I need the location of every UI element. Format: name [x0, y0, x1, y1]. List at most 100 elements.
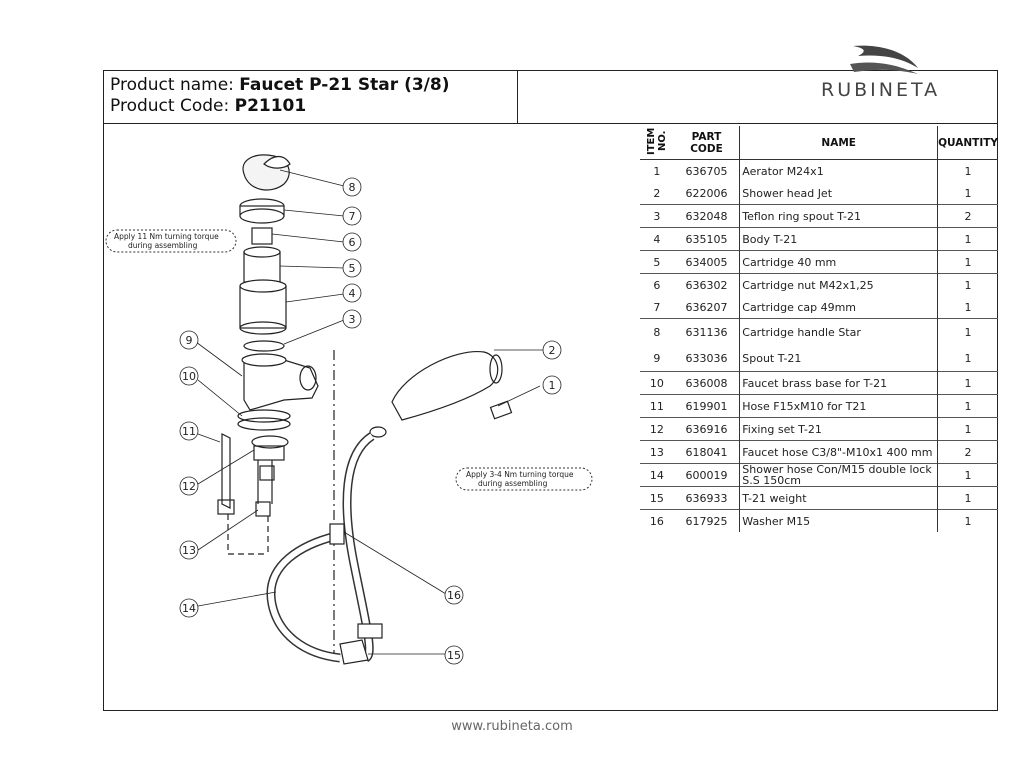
part-code-cell: 636933	[673, 486, 741, 510]
part-name-cell: Cartridge handle Star	[739, 318, 939, 345]
quantity-cell: 1	[937, 250, 998, 274]
footer-url: www.rubineta.com	[451, 719, 573, 734]
part-code-cell: 636302	[673, 273, 741, 296]
part-code-cell: 619901	[673, 394, 741, 418]
item-no-cell: 15	[640, 486, 674, 510]
quantity-cell: 1	[937, 273, 998, 296]
part-name-cell: Shower hose Con/M15 double lock S.S 150c…	[739, 463, 939, 487]
parts-table-header: ITEM NO. PART CODE NAME QUANTITY	[640, 126, 998, 160]
header-item-no: ITEM NO.	[640, 126, 674, 160]
part-name-cell: Faucet hose C3/8"-M10x1 400 mm	[739, 440, 939, 464]
part-code-cell: 633036	[673, 345, 741, 372]
callout-5: 5	[349, 262, 356, 275]
item-no-cell: 7	[653, 300, 661, 314]
callout-1: 1	[549, 379, 556, 392]
item-no-cell: 6	[640, 273, 674, 296]
quantity-cell: 1	[937, 227, 998, 251]
part-code-cell: 622006	[673, 182, 741, 205]
part-code-cell: 617925	[673, 509, 741, 532]
product-name-label: Product name:	[110, 75, 240, 95]
header-quantity: QUANTITY	[937, 126, 998, 160]
callout-4: 4	[349, 287, 356, 300]
part-code-cell: 600019	[673, 463, 741, 487]
header-part-code: PART CODE	[673, 126, 741, 160]
quantity-cell: 1	[964, 186, 972, 200]
callout-10: 10	[182, 370, 196, 383]
callout-12: 12	[182, 480, 196, 493]
part-name-cell: Body T-21	[739, 227, 939, 251]
quantity-cell: 1	[937, 509, 998, 532]
header-divider	[103, 123, 998, 124]
part-code-cell: 636705	[673, 159, 741, 182]
part-name-cell: Teflon ring spout T-21	[739, 204, 939, 228]
callout-7: 7	[349, 210, 356, 223]
item-no-cell: 4	[640, 227, 674, 251]
product-name-line: Product name: Faucet P-21 Star (3/8)	[110, 75, 517, 96]
quantity-cell: 1	[937, 486, 998, 510]
part-name-cell: Fixing set T-21	[739, 417, 939, 441]
callout-15: 15	[447, 649, 461, 662]
callout-3: 3	[349, 313, 356, 326]
item-no-cell: 11	[640, 394, 674, 418]
product-code: P21101	[234, 96, 307, 116]
part-name-cell: Cartridge nut M42x1,25	[739, 273, 939, 296]
quantity-cell: 1	[937, 394, 998, 418]
item-no-cell: 10	[640, 371, 674, 395]
callout-2: 2	[549, 344, 556, 357]
quantity-cell: 1	[964, 164, 972, 178]
callout-8: 8	[349, 181, 356, 194]
rubineta-logo-icon	[850, 45, 918, 74]
callout-11: 11	[182, 425, 196, 438]
item-no-cell: 12	[640, 417, 674, 441]
item-no-cell: 2	[653, 186, 661, 200]
item-no-cell: 3	[640, 204, 674, 228]
part-name-cell: Cartridge 40 mm	[739, 250, 939, 274]
exploded-view-drawing: Apply 11 Nm turning torque during assemb…	[105, 154, 593, 665]
part-name-cell: Faucet brass base for T-21	[739, 371, 939, 395]
part-name-cell: Shower head Jet	[739, 182, 939, 205]
part-name-cell: Aerator M24x1	[739, 159, 939, 182]
item-no-cell: 8	[640, 318, 674, 345]
part-name-cell: Washer M15	[739, 509, 939, 532]
product-title-box: Product name: Faucet P-21 Star (3/8) Pro…	[103, 70, 518, 124]
quantity-cell: 2	[937, 204, 998, 228]
quantity-cell: 1	[937, 417, 998, 441]
product-code-label: Product Code:	[110, 96, 235, 116]
item-no-cell: 14	[640, 463, 674, 487]
part-name-cell: Hose F15xM10 for T21	[739, 394, 939, 418]
quantity-cell: 2	[937, 440, 998, 464]
brand-name: RUBINETA	[821, 79, 941, 101]
product-name: Faucet P-21 Star (3/8)	[239, 75, 450, 95]
note-top-line-1: Apply 11 Nm turning torque	[114, 232, 219, 241]
item-no-cell: 1	[653, 164, 661, 178]
callout-13: 13	[182, 544, 196, 557]
product-code-line: Product Code: P21101	[110, 96, 517, 117]
part-name-cell: Cartridge cap 49mm	[739, 296, 939, 319]
callout-14: 14	[182, 602, 196, 615]
header-name: NAME	[739, 126, 939, 160]
item-no-cell: 9	[653, 351, 661, 365]
note-top-line-2: during assembling	[128, 241, 198, 250]
part-name-cell: T-21 weight	[739, 486, 939, 510]
part-code-cell: 618041	[673, 440, 741, 464]
item-no-cell: 16	[640, 509, 674, 532]
part-code-cell: 636916	[673, 417, 741, 441]
quantity-cell: 1	[964, 351, 972, 365]
quantity-cell: 1	[937, 318, 998, 345]
note-right-line-2: during assembling	[478, 479, 548, 488]
item-no-cell: 5	[640, 250, 674, 274]
part-name-cell: Spout T-21	[739, 345, 939, 372]
quantity-cell: 1	[937, 463, 998, 487]
